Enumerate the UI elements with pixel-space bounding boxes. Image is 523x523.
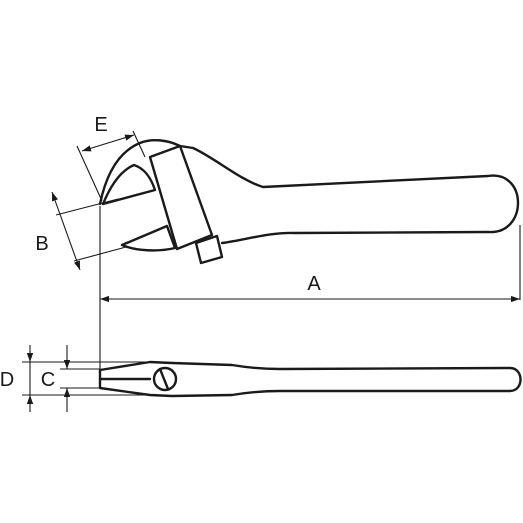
dimension-b-extension-top [55,198,119,216]
pivot-screw [152,366,178,392]
dimension-a-label: A [307,273,321,295]
wrench-side-view [98,360,522,398]
dimension-e: E [76,114,146,202]
dimension-b-line [51,191,81,271]
dimension-c-d: D C [0,345,150,412]
dimension-e-extension-right [132,130,146,158]
side-view-outline [98,360,522,398]
pivot-screw-slot [158,367,170,391]
fixed-jaw [98,138,195,206]
fixed-jaw-inner [101,163,157,206]
dimension-e-line [81,134,135,152]
wrench-handle [191,146,520,245]
adjusting-worm [194,234,224,265]
dimension-c-label: C [41,369,55,391]
dimension-b-label: B [35,233,48,255]
movable-jaw-tip [120,224,177,252]
dimension-d-label: D [0,369,14,391]
dimension-a: A [99,206,521,370]
dimension-e-extension-left [76,145,103,202]
dimension-b-extension-bottom [73,246,127,262]
dimension-b: B [35,191,127,271]
movable-jaw [148,144,214,251]
wrench-top-view [98,138,520,265]
dimension-e-label: E [94,114,107,136]
